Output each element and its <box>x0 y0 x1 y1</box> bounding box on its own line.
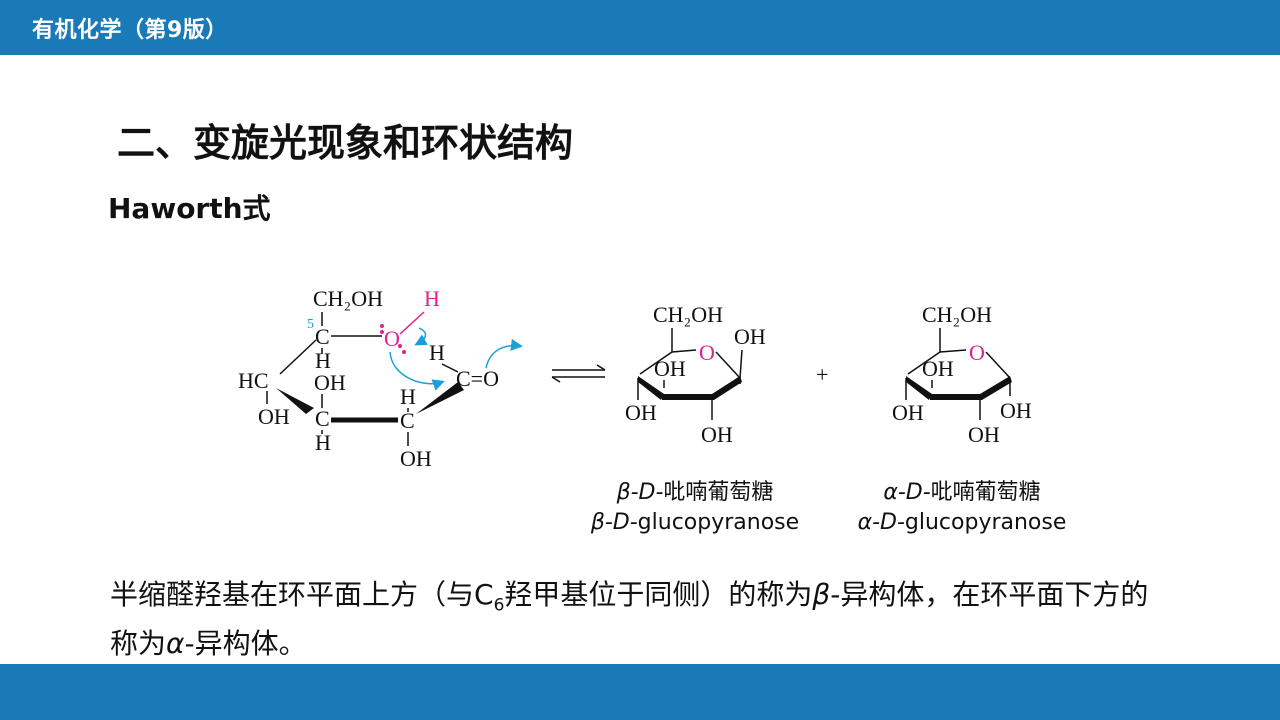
book-title: 有机化学（第9版） <box>32 18 228 43</box>
oc-c5-number: 5 <box>307 317 314 332</box>
beta-caption: β-D-吡喃葡萄糖 β-D-glucopyranose <box>575 478 815 538</box>
alpha-oh-left-bottom: OH <box>892 400 924 425</box>
beta-oh-inner: OH <box>654 356 686 381</box>
oc-hc-left: HC <box>238 368 269 393</box>
oc-oh-bottom: OH <box>400 446 432 471</box>
alpha-caption-en: α-D-glucopyranose <box>842 508 1082 538</box>
oc-h-mid: H <box>315 430 331 455</box>
alpha-glucopyranose-structure: CH₂OH O OH OH OH OH <box>892 302 1032 447</box>
oc-ch2oh: CH₂OH <box>313 286 383 311</box>
oc-o-atom: O <box>384 326 400 351</box>
oc-h-under-c5: H <box>315 348 331 373</box>
oc-h-aldehyde: H <box>429 340 445 365</box>
haworth-diagram: CH₂OH H 5 C O H HC OH OH C H H C OH H C=… <box>238 286 1032 471</box>
section-subtitle: Haworth式 <box>108 192 271 225</box>
oc-c-mid: C <box>315 406 330 431</box>
beta-glucopyranose-structure: CH₂OH O OH OH OH OH <box>625 302 766 447</box>
beta-caption-en-name: glucopyranose <box>637 510 800 535</box>
oc-c-right: C <box>400 408 415 433</box>
alpha-o: O <box>969 340 985 365</box>
beta-caption-prefix-cn: β-D- <box>616 480 664 505</box>
top-header-bar: 有机化学（第9版） <box>0 0 1280 55</box>
alpha-ch2oh: CH₂OH <box>922 302 992 327</box>
beta-ch2oh: CH₂OH <box>653 302 723 327</box>
beta-o: O <box>699 340 715 365</box>
body-part1: 半缩醛羟基在环平面上方（与C <box>110 578 494 611</box>
bottom-footer-bar <box>0 664 1280 720</box>
body-part2: 羟甲基位于同侧）的称为 <box>504 578 813 611</box>
alpha-oh-inner: OH <box>922 356 954 381</box>
plus-sign: + <box>816 362 828 387</box>
alpha-oh-right-bottom: OH <box>1000 398 1032 423</box>
body-alpha: α <box>166 626 185 660</box>
slide-title: 二、变旋光现象和环状结构 <box>117 121 574 165</box>
oc-oh-mid: OH <box>314 370 346 395</box>
alpha-caption-en-name: glucopyranose <box>904 510 1067 535</box>
body-part4: -异构体。 <box>184 626 307 660</box>
beta-caption-en: β-D-glucopyranose <box>575 508 815 538</box>
body-part3: -异构体，在环平面下方的称为 <box>110 578 1149 660</box>
alpha-caption-cn: α-D-吡喃葡萄糖 <box>842 478 1082 508</box>
beta-oh-right-top: OH <box>734 324 766 349</box>
oc-c5: C <box>315 324 330 349</box>
oc-h-right: H <box>400 384 416 409</box>
alpha-caption-prefix-en: α-D- <box>857 510 905 535</box>
beta-oh-bottom: OH <box>701 422 733 447</box>
body-beta: β <box>812 578 831 611</box>
oc-oh-left: OH <box>258 404 290 429</box>
beta-oh-left-bottom: OH <box>625 400 657 425</box>
oc-c-eq-o: C=O <box>456 366 499 391</box>
open-chain-structure: CH₂OH H 5 C O H HC OH OH C H H C OH H C=… <box>238 286 523 471</box>
alpha-caption-cn-name: 吡喃葡萄糖 <box>930 480 1041 505</box>
explanation-text: 半缩醛羟基在环平面上方（与C6羟甲基位于同侧）的称为β-异构体，在环平面下方的称… <box>110 576 1170 663</box>
alpha-caption-prefix-cn: α-D- <box>883 480 931 505</box>
equilibrium-arrows <box>551 364 606 383</box>
beta-caption-prefix-en: β-D- <box>590 510 638 535</box>
body-subscript: 6 <box>493 595 505 616</box>
alpha-oh-bottom: OH <box>968 422 1000 447</box>
beta-caption-cn: β-D-吡喃葡萄糖 <box>575 478 815 508</box>
oc-h-top: H <box>424 286 440 311</box>
beta-caption-cn-name: 吡喃葡萄糖 <box>663 480 774 505</box>
alpha-caption: α-D-吡喃葡萄糖 α-D-glucopyranose <box>842 478 1082 538</box>
